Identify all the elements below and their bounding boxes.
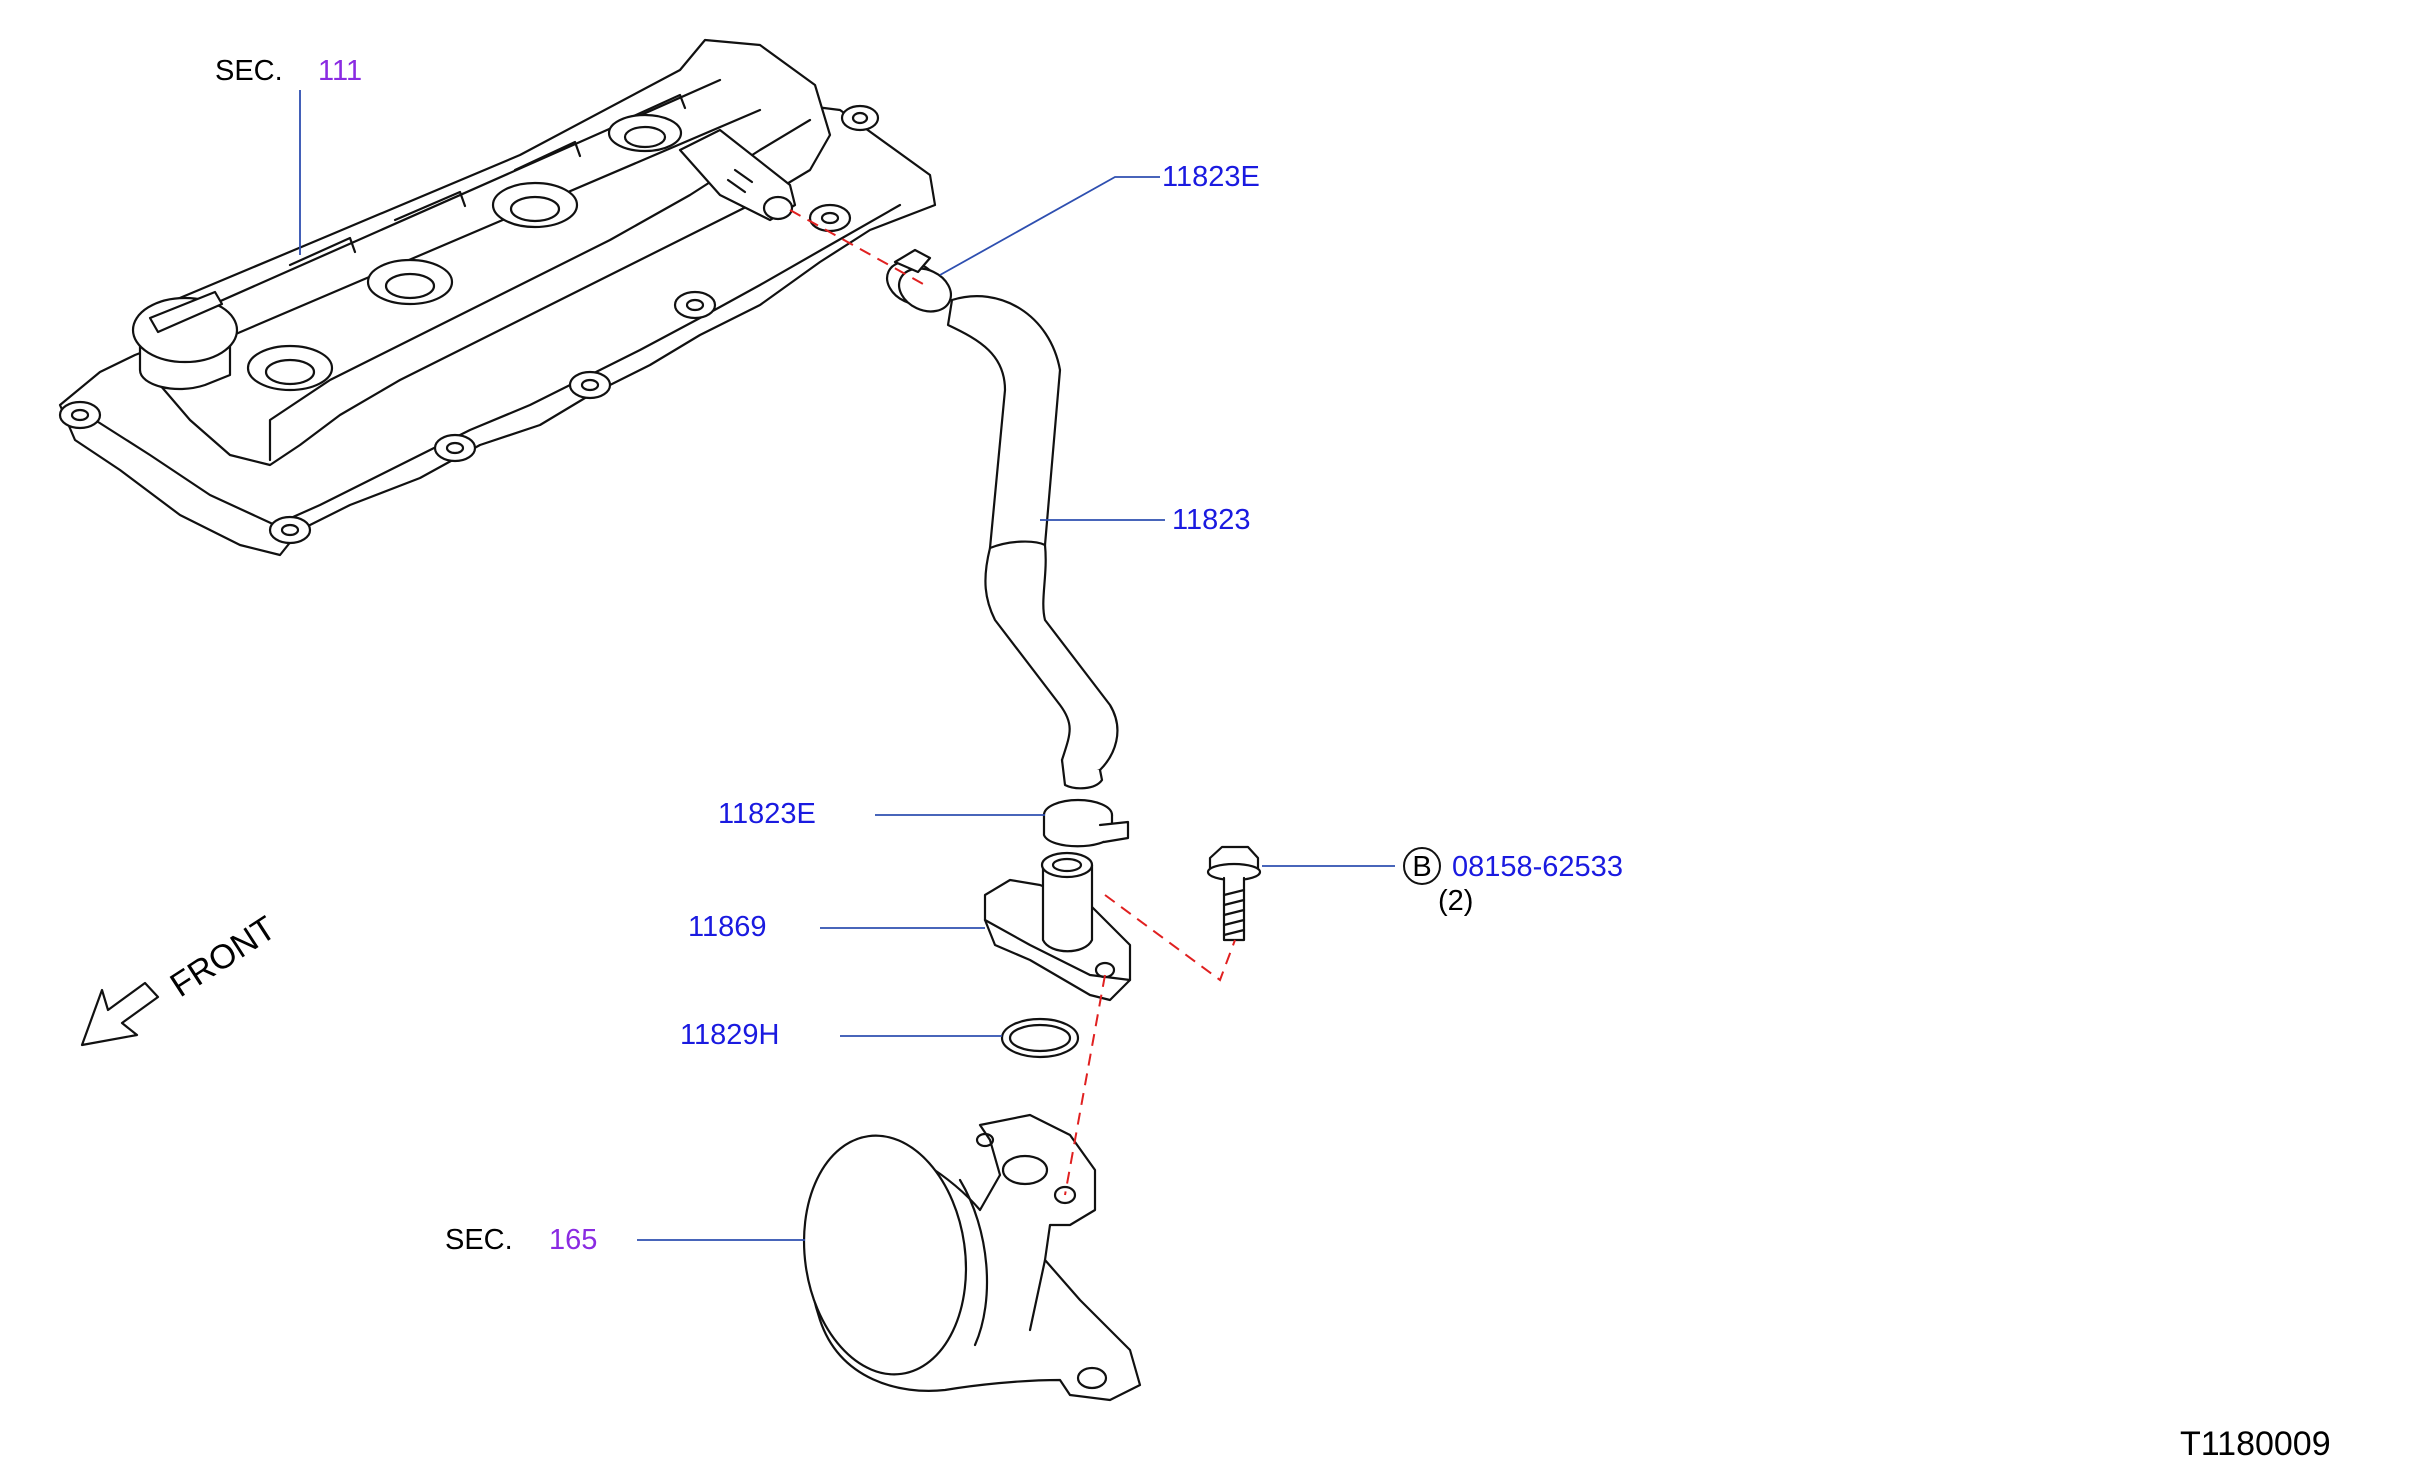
o-ring[interactable] bbox=[1000, 1017, 1080, 1059]
part-11823E-lower[interactable]: 11823E bbox=[718, 798, 816, 830]
pcv-nozzle bbox=[678, 128, 797, 222]
hose-clamp-lower[interactable] bbox=[1042, 798, 1130, 848]
bolt-code-letter: B bbox=[1412, 851, 1431, 883]
valve-cover[interactable] bbox=[58, 38, 937, 557]
sec-165-link[interactable]: 165 bbox=[549, 1224, 597, 1256]
assembly-line-bolt bbox=[1104, 894, 1236, 982]
diagram-code: T1180009 bbox=[2180, 1425, 2331, 1463]
front-label: FRONT bbox=[164, 909, 283, 1005]
bolt-quantity: (2) bbox=[1438, 885, 1473, 917]
assembly-line-upper bbox=[789, 209, 926, 286]
pcv-hose[interactable] bbox=[946, 295, 1119, 790]
sec-111-link[interactable]: 111 bbox=[318, 55, 362, 87]
part-11823[interactable]: 11823 bbox=[1172, 504, 1251, 536]
oil-cooler-housing[interactable] bbox=[789, 1113, 1142, 1402]
part-11823E-upper[interactable]: 11823E bbox=[1162, 161, 1260, 193]
valve-cover-bosses bbox=[58, 104, 880, 545]
part-11869[interactable]: 11869 bbox=[688, 911, 767, 943]
leader-clamp-upper bbox=[939, 176, 1160, 276]
sec-111-prefix: SEC. bbox=[215, 55, 283, 87]
hose-clamp-upper[interactable] bbox=[880, 248, 958, 320]
part-08158-62533[interactable]: 08158-62533 bbox=[1452, 851, 1623, 883]
valve-cover-ledge bbox=[93, 203, 902, 527]
plug-hole-4 bbox=[607, 113, 683, 153]
oil-filler-cap bbox=[131, 290, 239, 391]
bolt-callout[interactable]: B 08158-62533 (2) bbox=[1403, 847, 1623, 917]
pcv-connector[interactable] bbox=[983, 851, 1132, 1002]
flange-bolt[interactable] bbox=[1206, 845, 1262, 942]
bolt-code-circle bbox=[1403, 847, 1441, 885]
front-arrow-icon bbox=[80, 981, 160, 1047]
assembly-line-lower bbox=[1064, 974, 1106, 1196]
valve-cover-ribs bbox=[288, 93, 687, 267]
part-11829H[interactable]: 11829H bbox=[680, 1019, 779, 1051]
front-arrow: FRONT bbox=[80, 909, 283, 1047]
pcv-hose-body bbox=[946, 295, 1119, 777]
sec-165-prefix: SEC. bbox=[445, 1224, 513, 1256]
